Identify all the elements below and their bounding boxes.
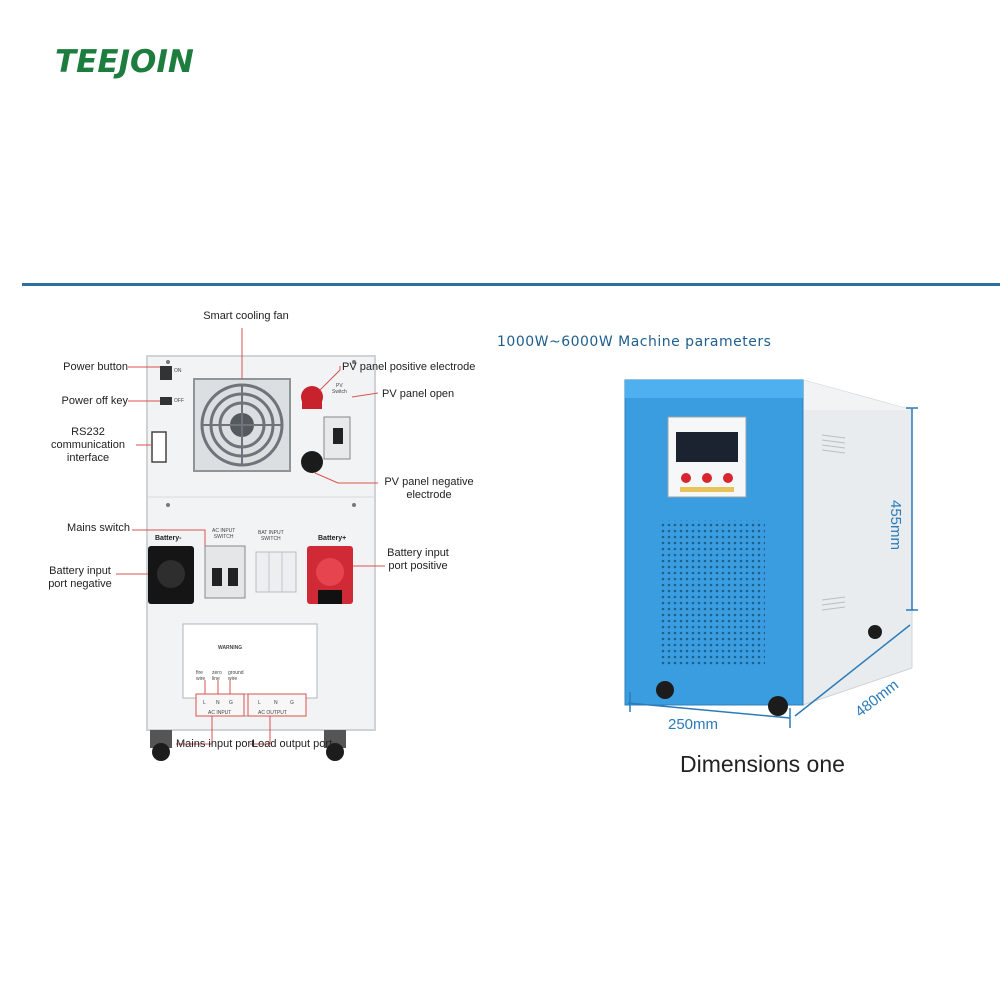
device-ground-wire: ground wire <box>228 670 244 682</box>
brand-logo: TEEJOIN <box>55 44 194 80</box>
label-mains-input-port: Mains input port <box>176 738 255 750</box>
terminal-2: N <box>216 700 220 706</box>
label-battery-input-positive: Battery input port positive <box>387 547 449 572</box>
terminal-4: L <box>258 700 261 706</box>
label-pv-open: PV panel open <box>382 388 455 400</box>
device-ac-input-switch: AC INPUT SWITCH <box>212 528 236 540</box>
device-ac-output: AC OUTPUT <box>258 710 287 716</box>
label-battery-input-negative: Battery input port negative <box>48 565 112 590</box>
device-battery-plus: Battery+ <box>318 535 347 542</box>
width-dimension: 250mm <box>668 716 719 733</box>
label-pv-negative: PV panel negative electrode <box>384 476 474 501</box>
device-zero-line: zero line <box>212 670 222 682</box>
terminal-6: G <box>290 700 294 706</box>
label-smart-cooling-fan: Smart cooling fan <box>203 310 289 322</box>
label-mains-switch: Mains switch <box>67 522 130 534</box>
label-rs232: RS232 communication interface <box>51 426 125 464</box>
device-ac-input: AC INPUT <box>208 710 232 716</box>
device-battery-minus: Battery- <box>155 535 182 542</box>
terminal-1: L <box>203 700 206 706</box>
device-pv-switch: PV Switch <box>332 383 347 395</box>
label-power-off-key: Power off key <box>61 395 128 407</box>
terminal-3: G <box>229 700 233 706</box>
device-bat-input-switch: BAT INPUT SWITCH <box>258 530 284 542</box>
label-pv-positive: PV panel positive electrode <box>342 361 476 373</box>
device-off: OFF <box>174 398 184 404</box>
label-load-output-port: Load output port <box>252 738 333 750</box>
machine-parameters-title: 1000W~6000W Machine parameters <box>497 334 772 350</box>
terminal-cover <box>182 623 318 699</box>
device-on: ON <box>174 368 182 374</box>
section-divider <box>22 283 1000 286</box>
terminal-5: N <box>274 700 278 706</box>
label-power-button: Power button <box>63 361 128 373</box>
device-warning: WARNING <box>218 645 243 651</box>
dimensions-caption: Dimensions one <box>680 751 845 777</box>
vent-grid <box>660 520 765 665</box>
device-fire-wire: fire wire <box>196 670 206 682</box>
height-dimension: 455mm <box>887 500 904 551</box>
